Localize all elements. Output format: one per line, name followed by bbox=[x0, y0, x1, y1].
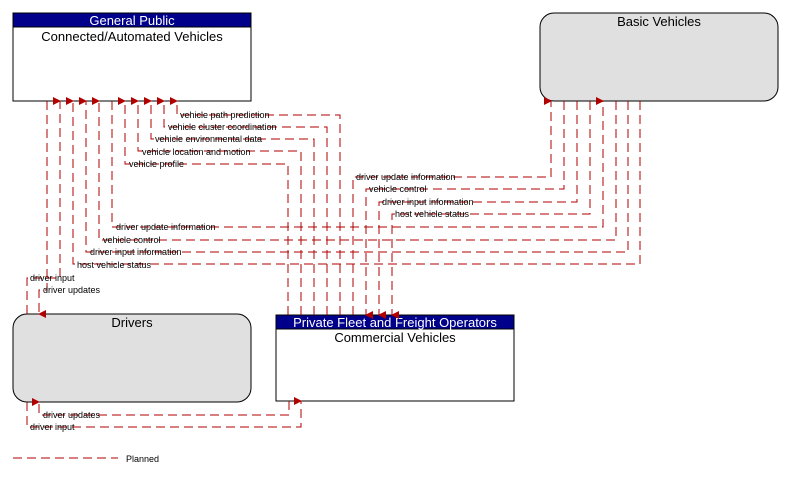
flow-line bbox=[391, 101, 591, 319]
flow-label: vehicle path prediction bbox=[180, 110, 270, 120]
flow-line bbox=[131, 97, 302, 315]
commercial-title: Commercial Vehicles bbox=[334, 330, 456, 345]
flow-label: driver input bbox=[30, 273, 75, 283]
legend-label-planned: Planned bbox=[126, 454, 159, 464]
flow-line bbox=[26, 97, 61, 314]
cav-title: Connected/Automated Vehicles bbox=[41, 29, 223, 44]
flow-label: host vehicle status bbox=[77, 260, 152, 270]
node-commercial-vehicles[interactable]: Private Fleet and Freight Operators Comm… bbox=[275, 314, 515, 402]
flow-label: driver updates bbox=[43, 285, 101, 295]
basic-title: Basic Vehicles bbox=[617, 14, 701, 29]
flows-basic-cav: driver update information vehicle contro… bbox=[66, 97, 641, 270]
flow-line bbox=[352, 97, 552, 315]
flow-label: driver input information bbox=[382, 197, 474, 207]
flows-cv-to-cav: vehicle path prediction vehicle cluster … bbox=[118, 97, 341, 315]
node-connected-automated-vehicles[interactable]: General Public Connected/Automated Vehic… bbox=[12, 12, 252, 102]
flow-label: vehicle cluster coordination bbox=[168, 122, 277, 132]
flows-drivers-cav: driver input driver updates bbox=[26, 97, 101, 318]
flows-drivers-cv: driver updates driver input bbox=[26, 397, 302, 432]
flow-line bbox=[32, 398, 290, 416]
flow-line bbox=[26, 397, 302, 428]
flow-line bbox=[111, 97, 604, 228]
node-basic-vehicles[interactable]: Basic Vehicles bbox=[539, 12, 779, 102]
drivers-title: Drivers bbox=[111, 315, 153, 330]
flow-label: vehicle control bbox=[103, 235, 161, 245]
flow-label: vehicle location and motion bbox=[142, 147, 251, 157]
flow-label: vehicle control bbox=[369, 184, 427, 194]
commercial-header: Private Fleet and Freight Operators bbox=[293, 315, 497, 330]
flow-label: driver update information bbox=[116, 222, 216, 232]
flow-label: driver input information bbox=[90, 247, 182, 257]
flow-line bbox=[365, 101, 565, 319]
flow-line bbox=[170, 97, 341, 315]
flows-basic-cv: driver update information vehicle contro… bbox=[352, 97, 591, 319]
flow-line bbox=[157, 97, 328, 315]
flow-label: vehicle environmental data bbox=[155, 134, 262, 144]
flow-line bbox=[79, 97, 629, 253]
flow-label: vehicle profile bbox=[129, 159, 184, 169]
cav-header: General Public bbox=[89, 13, 175, 28]
flow-label: driver updates bbox=[43, 410, 101, 420]
flow-label: driver input bbox=[30, 422, 75, 432]
legend: Planned bbox=[13, 454, 159, 464]
node-drivers[interactable]: Drivers bbox=[12, 313, 252, 403]
flow-line bbox=[92, 97, 617, 241]
flow-label: driver update information bbox=[356, 172, 456, 182]
flow-label: host vehicle status bbox=[395, 209, 470, 219]
flow-line bbox=[378, 101, 578, 319]
